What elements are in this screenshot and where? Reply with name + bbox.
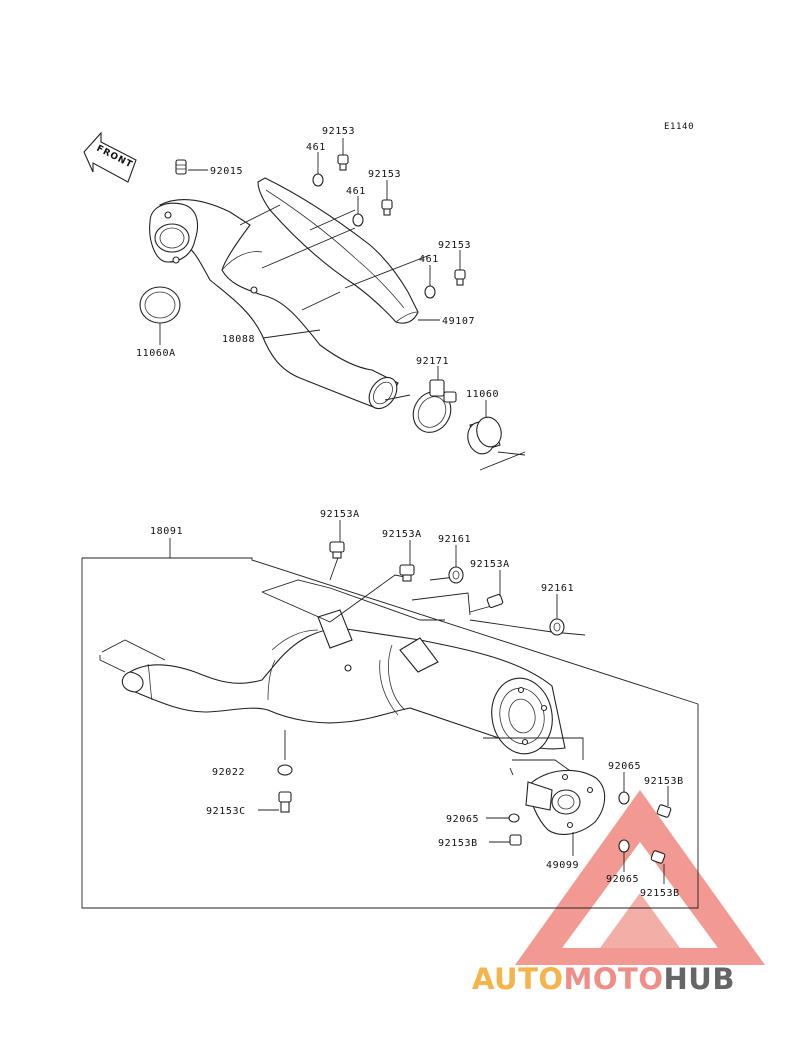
upper-guide-lines	[239, 204, 526, 471]
washer-461-b	[352, 196, 364, 227]
gasket-92065-c	[618, 839, 630, 872]
upper-leader-lines	[159, 329, 321, 345]
brand-triangle-notch	[600, 893, 680, 948]
bolt-92153A-c	[486, 570, 504, 609]
label-92161-b: 92161	[541, 583, 574, 594]
label-92153A-c: 92153A	[470, 559, 510, 570]
label-92153A-a: 92153A	[320, 509, 360, 520]
bolt-92153A-a	[329, 520, 345, 559]
washer-461-c	[424, 265, 436, 299]
head-pipe-18088	[159, 199, 399, 410]
bolt-92153A-b	[399, 540, 415, 582]
bolt-92153-a	[337, 138, 349, 171]
pipe-flange	[149, 202, 199, 264]
clamp-92171	[412, 366, 457, 433]
bolt-92153B-c	[650, 850, 666, 884]
heat-guard-49107	[257, 177, 440, 324]
label-92153-b: 92153	[368, 169, 401, 180]
label-92153C: 92153C	[206, 806, 246, 817]
part-labels: 92015 461 92153 461 92153 92153 461 4910…	[136, 126, 684, 899]
bolt-92153C	[258, 791, 292, 813]
front-arrow-icon: FRONT	[83, 131, 137, 183]
label-92065-c: 92065	[606, 874, 639, 885]
label-92153B-a: 92153B	[644, 776, 684, 787]
muffler-18091	[121, 609, 566, 750]
label-92153-c: 92153	[438, 240, 471, 251]
label-49107: 49107	[442, 316, 475, 327]
washer-92022	[277, 764, 293, 776]
brand-wordmark: AUTOMOTOHUB	[472, 962, 800, 1002]
brand-word-auto: AUTO	[472, 962, 564, 996]
brand-word-moto: MOTO	[563, 962, 664, 996]
label-92065-b: 92065	[446, 814, 479, 825]
label-18088: 18088	[222, 334, 255, 345]
label-92065-a: 92065	[608, 761, 641, 772]
label-461-c: 461	[419, 254, 439, 265]
label-92153B-c: 92153B	[640, 888, 680, 899]
bolt-92153B-b	[489, 834, 522, 846]
label-92153B-b: 92153B	[438, 838, 478, 849]
lower-guide-lines	[99, 551, 591, 786]
muffler-end-cap	[491, 677, 553, 755]
label-18091: 18091	[150, 526, 183, 537]
diagram-code: E1140	[664, 122, 694, 132]
label-92153-a: 92153	[322, 126, 355, 137]
label-461-b: 461	[346, 186, 366, 197]
gasket-92065-a	[618, 772, 630, 805]
label-92153A-b: 92153A	[382, 529, 422, 540]
brand-triangle-logo	[515, 790, 765, 965]
label-11060: 11060	[466, 389, 499, 400]
label-11060A: 11060A	[136, 348, 176, 359]
stud-92015	[175, 159, 208, 175]
washer-461-a	[312, 152, 324, 187]
collar-92161-a	[448, 545, 464, 584]
bolt-92153B-a	[656, 786, 672, 818]
gasket-11060	[467, 400, 526, 456]
label-461-a: 461	[306, 142, 326, 153]
label-92161-a: 92161	[438, 534, 471, 545]
brand-word-hub: HUB	[663, 962, 735, 996]
bolt-92153-b	[381, 180, 393, 216]
label-92015: 92015	[210, 166, 243, 177]
label-49099: 49099	[546, 860, 579, 871]
gasket-92065-b	[486, 813, 520, 823]
label-92022: 92022	[212, 767, 245, 778]
muffler-frame	[81, 538, 699, 909]
bolt-92153-c	[454, 250, 466, 286]
collar-92161-b	[549, 594, 565, 636]
label-92171: 92171	[416, 356, 449, 367]
gasket-11060A	[139, 286, 181, 340]
plate-49099	[525, 769, 606, 856]
